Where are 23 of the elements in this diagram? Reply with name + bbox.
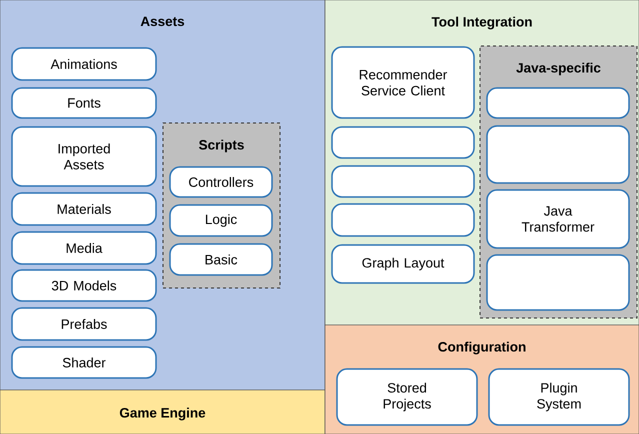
component-box: 3D Models <box>11 269 157 302</box>
component-box <box>486 254 630 311</box>
component-box <box>331 165 475 198</box>
component-box: Java Transformer <box>486 189 630 249</box>
component-box <box>486 125 630 184</box>
component-box <box>331 203 475 237</box>
component-box: Graph Layout <box>331 244 475 284</box>
component-box <box>331 126 475 159</box>
component-box: Plugin System <box>488 368 630 426</box>
component-box: Fonts <box>11 87 157 119</box>
component-box: Animations <box>11 47 157 81</box>
component-box: Imported Assets <box>11 126 157 187</box>
component-box <box>486 87 630 119</box>
component-box: Materials <box>11 192 157 226</box>
component-box: Prefabs <box>11 307 157 341</box>
component-box: Recommender Service Client <box>331 46 475 119</box>
component-box: Stored Projects <box>336 368 478 426</box>
component-box: Media <box>11 231 157 265</box>
component-box: Basic <box>169 243 273 276</box>
component-box: Logic <box>169 204 273 237</box>
section-panel: Game Engine <box>0 390 326 434</box>
component-box: Shader <box>11 346 157 379</box>
component-box: Controllers <box>169 166 273 198</box>
